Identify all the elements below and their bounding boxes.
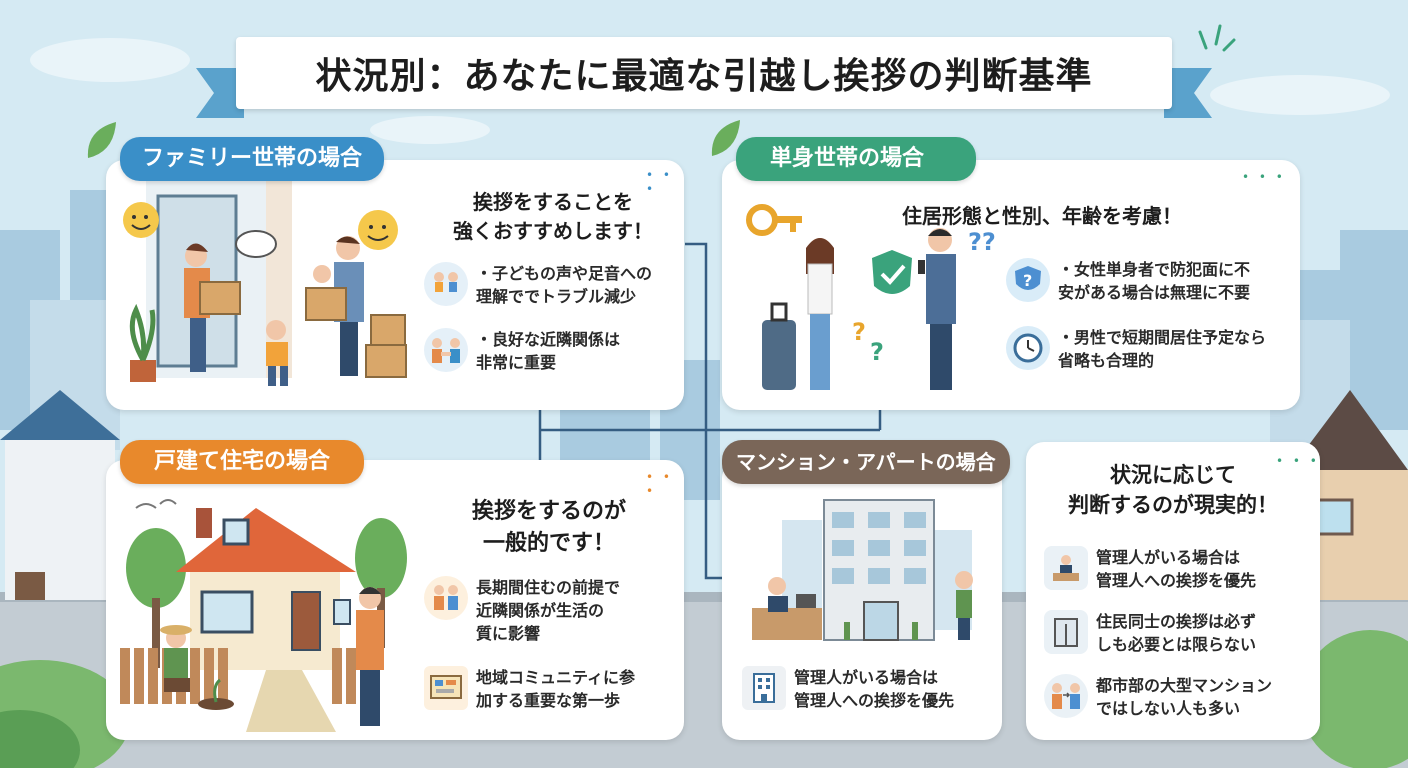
house-card: • • • 挨拶をするのが 一般的です！ 長期間住むの前提で 近隣関係が生活の … (106, 460, 684, 740)
family-heading: 挨拶をすることを 強くおすすめします！ (453, 190, 653, 243)
single-card: ?? ? ? • • • 住居形態と性別、年齢を考慮！ ? ・女性単身者で防犯面… (722, 160, 1300, 410)
decorative-dots: • • • (1276, 454, 1320, 468)
situation-bullet-3-text: 都市部の大型マンション ではしない人も多い (1096, 676, 1273, 719)
situation-bullet-2-text: 住民同士の挨拶は必ず しも必要とは限らない (1096, 612, 1257, 655)
svg-text:?: ? (1023, 271, 1032, 290)
situation-card: • • • 状況に応じて 判断するのが現実的！ 管理人がいる場合は 管理人への挨… (1026, 442, 1320, 740)
house-heading: 挨拶をするのが 一般的です！ (471, 499, 626, 556)
family-label: ファミリー世帯の場合 (120, 137, 385, 181)
single-label: 単身世帯の場合 (736, 137, 977, 181)
house-label: 戸建て住宅の場合 (120, 440, 365, 484)
decorative-dots: • • • (1242, 170, 1286, 184)
leaf-icon (87, 122, 116, 158)
leaf-icon (711, 120, 740, 156)
situation-bullet-2: 住民同士の挨拶は必ず しも必要とは限らない (1044, 610, 1316, 656)
single-bullet-2-text: ・男性で短期間居住予定なら 省略も合理的 (1058, 328, 1267, 371)
situation-heading: 状況に応じて 判断するのが現実的！ (1068, 463, 1278, 518)
mansion-label: マンション・アパートの場合 (722, 440, 1010, 484)
single-person-illustration: ?? ? ? (746, 204, 996, 390)
single-bullet-1: ? ・女性単身者で防犯面に不 安がある場合は無理に不要 (1006, 258, 1296, 304)
handshake-icon (424, 328, 468, 372)
title-ribbon (196, 68, 1212, 118)
house-bullet-2: 地域コミュニティに参 加する重要な第一歩 (424, 666, 680, 712)
manager-desk-icon (1044, 546, 1088, 590)
family-card: • • • 挨拶をすることを 強くおすすめします！ ・子どもの声や足音への 理解… (106, 160, 684, 410)
decorative-dots: • • • (646, 470, 673, 498)
situation-bullet-1: 管理人がいる場合は 管理人への挨拶を優先 (1044, 546, 1316, 592)
house-bullet-1: 長期間住むの前提で 近隣関係が生活の 質に影響 (424, 576, 680, 646)
clock-icon (1006, 326, 1050, 370)
family-bullet-1: ・子どもの声や足音への 理解ででトラブル減少 (424, 262, 680, 308)
single-heading: 住居形態と性別、年齢を考慮！ (902, 204, 1182, 228)
people-exchange-icon (1044, 674, 1088, 718)
mansion-bullet-1-text: 管理人がいる場合は 管理人への挨拶を優先 (794, 668, 955, 711)
family-bullet-1-text: ・子どもの声や足音への 理解ででトラブル減少 (476, 264, 653, 307)
svg-text:?: ? (852, 318, 866, 346)
title-banner: 状況別：あなたに最適な引越し挨拶の判断基準 (236, 37, 1172, 109)
detached-house-illustration (120, 499, 407, 732)
apartment-building-illustration (752, 499, 973, 641)
elevator-icon (1044, 610, 1088, 654)
neighbors-icon (424, 576, 468, 620)
svg-text:??: ?? (968, 228, 996, 256)
house-bullet-2-text: 地域コミュニティに参 加する重要な第一歩 (476, 668, 636, 711)
mansion-bullet-1: 管理人がいる場合は 管理人への挨拶を優先 (742, 666, 998, 712)
decorative-dots: • • • (646, 168, 673, 196)
family-bullet-2-text: ・良好な近隣関係は 非常に重要 (476, 330, 621, 373)
svg-text:?: ? (870, 338, 884, 366)
mansion-card: 管理人がいる場合は 管理人への挨拶を優先 (722, 460, 1002, 740)
shield-question-icon: ? (1006, 258, 1050, 302)
family-moving-illustration (123, 170, 407, 386)
situation-bullet-3: 都市部の大型マンション ではしない人も多い (1044, 674, 1316, 720)
building-icon (742, 666, 786, 710)
family-bullet-2: ・良好な近隣関係は 非常に重要 (424, 328, 680, 374)
children-icon (424, 262, 468, 306)
single-bullet-1-text: ・女性単身者で防犯面に不 安がある場合は無理に不要 (1058, 260, 1251, 303)
situation-bullet-1-text: 管理人がいる場合は 管理人への挨拶を優先 (1096, 548, 1257, 591)
house-bullet-1-text: 長期間住むの前提で 近隣関係が生活の 質に影響 (476, 578, 621, 644)
page-title: 状況別：あなたに最適な引越し挨拶の判断基準 (315, 56, 1093, 97)
single-bullet-2: ・男性で短期間居住予定なら 省略も合理的 (1006, 326, 1296, 372)
sparkle-icon (1198, 24, 1236, 52)
bulletin-board-icon (424, 666, 468, 710)
